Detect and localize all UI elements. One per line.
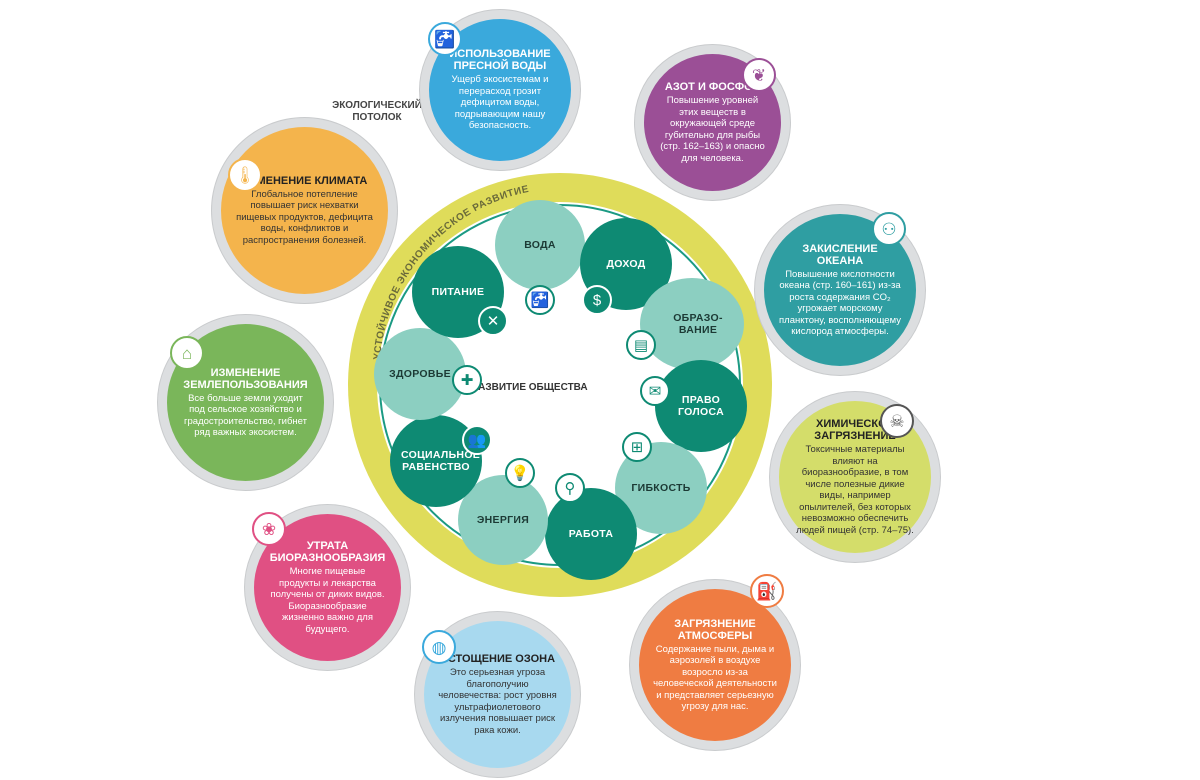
skull-icon: ☠ [880,404,914,438]
boundary-text: Повышение уровней этих веществ в окружаю… [660,95,765,164]
tap-icon: 🚰 [525,285,555,315]
social-foundation-label: РАЗВИТИЕ ОБЩЕСТВА [472,382,588,393]
node-label: РАБОТА [568,528,614,540]
boundary-biodiversity: УТРАТА БИОРАЗНООБРАЗИЯ Многие пищевые пр… [245,505,410,670]
social-jobs: РАБОТА [545,488,637,580]
boundary-text: Многие пищевые продукты и лекарства полу… [270,566,385,635]
boundary-text: Токсичные материалы влияют на биоразнооб… [796,444,914,536]
social-voice: ПРАВО ГОЛОСА [655,360,747,452]
boundary-title: ХИМИЧЕСКОЕ ЗАГРЯЗНЕНИЕ [814,418,896,442]
bulb-icon: 💡 [505,458,535,488]
node-label: ПРАВО ГОЛОСА [678,394,724,418]
boundary-text: Все больше земли уходит под сельское хоз… [184,392,307,439]
social-health: ЗДОРОВЬЕ [374,328,466,420]
node-label: ПИТАНИЕ [431,286,485,298]
cutlery-icon: ✕ [478,306,508,336]
boundary-chemical: ХИМИЧЕСКОЕ ЗАГРЯЗНЕНИЕ Токсичные материа… [770,392,940,562]
thermometer-icon: 🌡 [228,158,262,192]
node-label: СОЦИАЛЬНОЕ РАВЕНСТВО [401,449,481,473]
boundary-text: Содержание пыли, дыма и аэрозолей в возд… [653,643,777,713]
job-search-icon: ⚲ [555,473,585,503]
boundary-title: УТРАТА БИОРАЗНООБРАЗИЯ [269,540,386,564]
farm-icon: ⌂ [170,336,204,370]
globe-icon: ◍ [422,630,456,664]
social-energy: ЭНЕРГИЯ [458,475,548,565]
boundary-title: ЗАГРЯЗНЕНИЕ АТМОСФЕРЫ [674,617,756,642]
dollar-icon: $ [582,285,612,315]
ecological-ceiling-label: ЭКОЛОГИЧЕСКИЙ ПОТОЛОК [332,100,422,123]
node-label: ЗДОРОВЬЕ [389,368,451,380]
node-label: ОБРАЗО-ВАНИЕ [673,312,723,336]
boundary-title: ИСПОЛЬЗОВАНИЕ ПРЕСНОЙ ВОДЫ [449,48,551,73]
boundary-text: Глобальное потепление повышает риск нехв… [236,188,373,246]
node-label: ДОХОД [606,258,646,270]
boundary-climate: ИЗМЕНЕНИЕ КЛИМАТА Глобальное потепление … [212,118,397,303]
first-aid-icon: ✚ [452,365,482,395]
social-water: ВОДА [495,200,585,290]
boundary-title: ЗАКИСЛЕНИЕ ОКЕАНА [802,242,878,267]
boundary-title: ИСТОЩЕНИЕ ОЗОНА [439,653,556,665]
node-label: ГИБКОСТЬ [631,482,691,494]
water-tap-icon: 🚰 [428,22,462,56]
boundary-title: ИЗМЕНЕНИЕ ЗЕМЛЕПОЛЬЗОВАНИЯ [183,366,308,391]
boundary-title: АЗОТ И ФОСФОР [664,81,761,93]
boundary-title: ИЗМЕНЕНИЕ КЛИМАТА [241,174,368,187]
node-label: ВОДА [524,239,556,251]
bubbles-icon: ⚇ [872,212,906,246]
boundary-text: Ущерб экосистемам и перерасход грозит де… [451,74,549,132]
boundary-nitrogen: АЗОТ И ФОСФОР Повышение уровней этих вещ… [635,45,790,200]
node-label: ЭНЕРГИЯ [476,514,530,526]
boundary-text: Повышение кислотности океана (стр. 160–1… [779,268,901,338]
boundary-air: ЗАГРЯЗНЕНИЕ АТМОСФЕРЫ Содержание пыли, д… [630,580,800,750]
butterfly-icon: ❀ [252,512,286,546]
book-icon: ▤ [626,330,656,360]
network-icon: ⊞ [622,432,652,462]
spray-icon: ⛽ [750,574,784,608]
social-education: ОБРАЗО-ВАНИЕ [640,278,744,370]
boundary-water: ИСПОЛЬЗОВАНИЕ ПРЕСНОЙ ВОДЫ Ущерб экосист… [420,10,580,170]
plant-icon: ❦ [742,58,776,92]
boundary-text: Это серьезная угроза благополучию челове… [438,667,557,736]
speech-icon: ✉ [640,376,670,406]
people-icon: 👥 [462,425,492,455]
